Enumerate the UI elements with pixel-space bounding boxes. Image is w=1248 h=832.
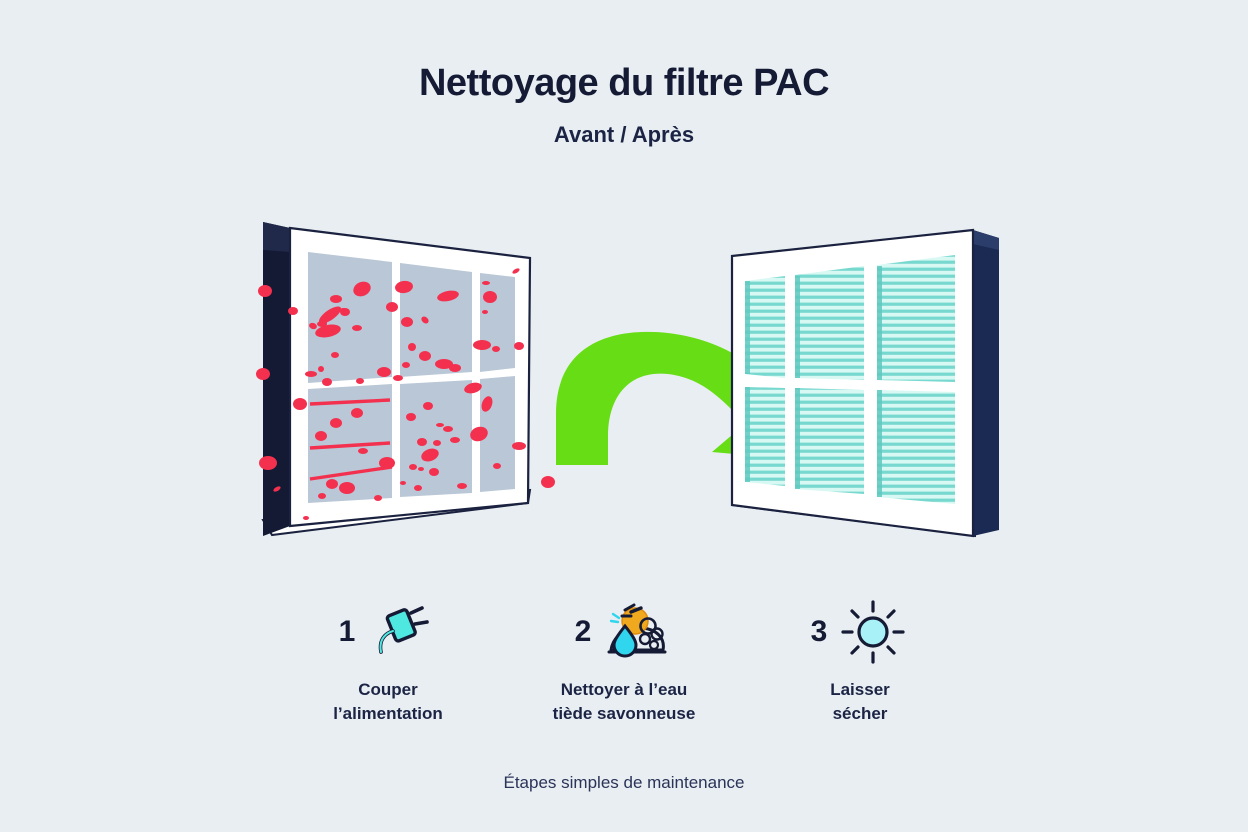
step-label-2: Nettoyer à l’eau tiède savonneuse: [552, 680, 696, 723]
step-item-3: 3 Laisser sécher: [742, 592, 978, 726]
soap-water-icon: [607, 603, 667, 658]
sun-dry-icon: [841, 600, 905, 664]
power-plug-icon: [379, 606, 430, 654]
dirt-particles: [256, 268, 555, 520]
step-item-2: 2 Nettoyer à l’eau tiède savonneuse: [506, 592, 742, 726]
step-label-1: Couper l’alimentation: [333, 680, 443, 723]
step-number-1: 1: [338, 615, 356, 648]
step-3-header: 3: [811, 592, 910, 672]
clean-filter: [730, 228, 999, 538]
footer-caption: Étapes simples de maintenance: [503, 773, 745, 792]
steps-row: 1 Couper l’alimentation 2: [0, 592, 1248, 726]
step-1-header: 1: [339, 592, 438, 672]
step-number-2: 2: [574, 615, 592, 648]
step-item-1: 1 Couper l’alimentation: [270, 592, 506, 726]
page-title: Nettoyage du filtre PAC: [418, 62, 830, 104]
step-label-3: Laisser sécher: [830, 680, 890, 723]
page-subtitle: Avant / Après: [553, 122, 695, 147]
dirty-filter: [256, 222, 555, 537]
step-number-3: 3: [810, 615, 828, 648]
step-2-header: 2: [575, 592, 674, 672]
